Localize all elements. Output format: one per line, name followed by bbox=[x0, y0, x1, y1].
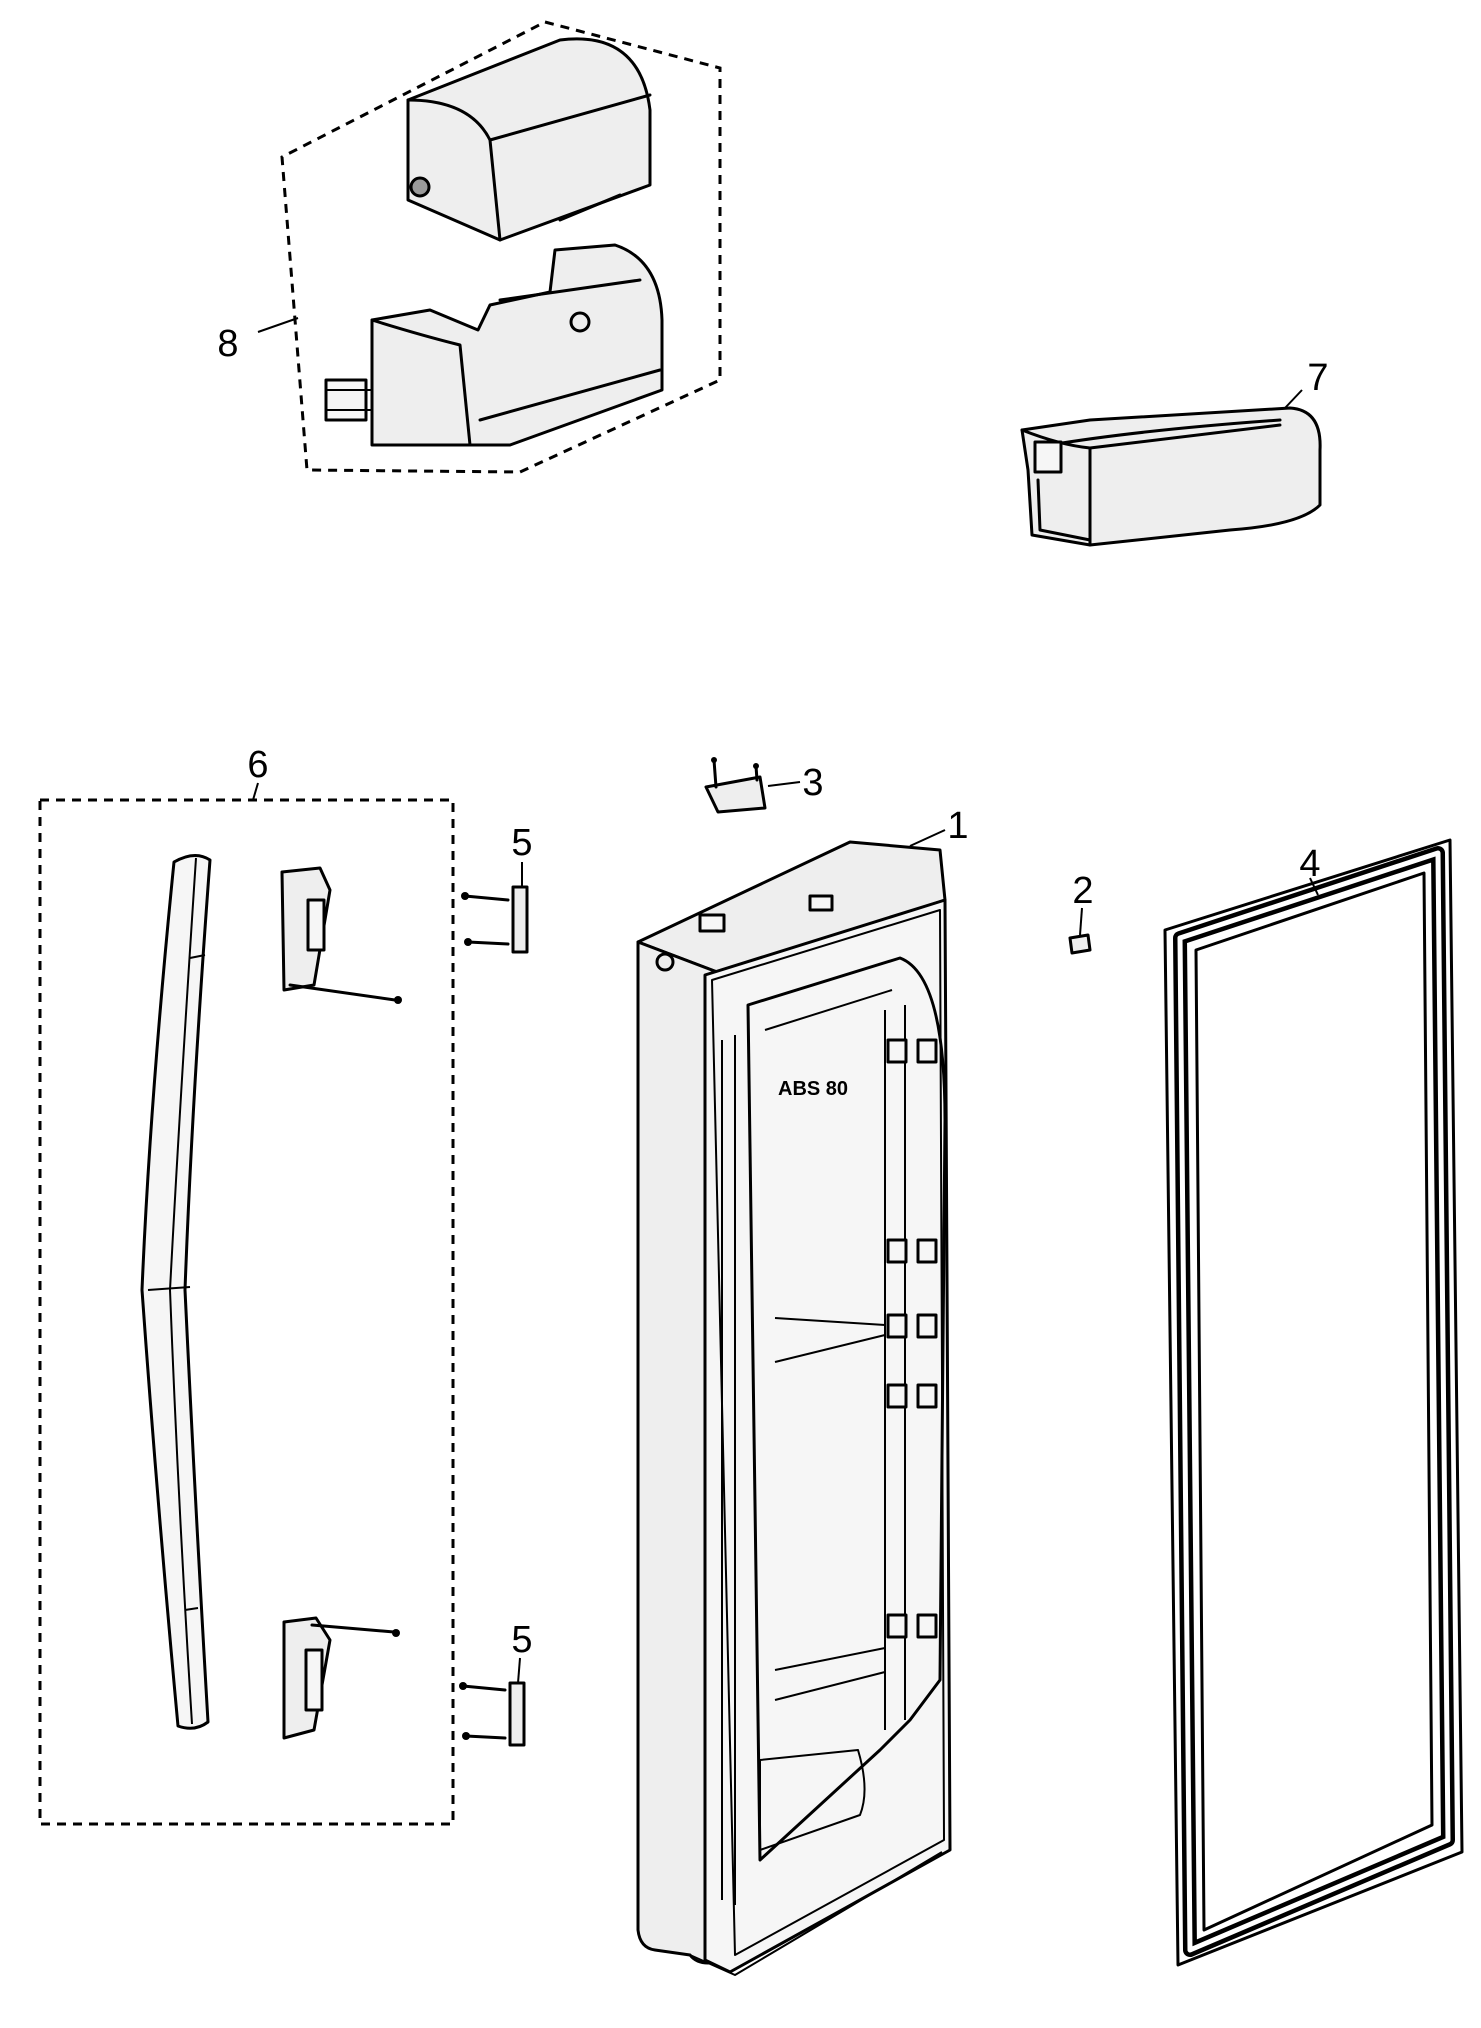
part-8-base bbox=[324, 243, 664, 447]
base-clip bbox=[324, 378, 368, 422]
part-6-group-outline bbox=[38, 798, 455, 1826]
bin-clip bbox=[1033, 440, 1063, 474]
leader-6 bbox=[252, 782, 259, 801]
clip-5-lower bbox=[508, 1681, 526, 1747]
part-1-door-assembly: ABS 80 1 bbox=[636, 805, 969, 1976]
part-4-door-gasket: 4 bbox=[1163, 838, 1464, 1967]
part-6-handle-assembly: 6 bbox=[38, 744, 455, 1826]
cover-knob bbox=[409, 176, 431, 198]
clip-5-upper bbox=[511, 885, 529, 954]
door-liner-stamp: ABS 80 bbox=[778, 1078, 848, 1100]
callout-6: 6 bbox=[247, 744, 268, 786]
leader-8 bbox=[257, 317, 299, 333]
door-handle-bar bbox=[140, 854, 212, 1730]
part-3-hinge-bracket: 3 bbox=[704, 757, 824, 814]
callout-5-lower: 5 bbox=[511, 1619, 532, 1661]
callout-5-upper: 5 bbox=[511, 822, 532, 864]
upper-handle-mount bbox=[280, 866, 402, 1004]
part-7-door-bin: 7 bbox=[1020, 357, 1329, 547]
callout-2: 2 bbox=[1072, 870, 1093, 912]
callout-8: 8 bbox=[217, 323, 238, 365]
callout-1: 1 bbox=[947, 805, 968, 847]
part-5-upper: 5 bbox=[461, 822, 533, 954]
part-8-cover bbox=[406, 37, 652, 242]
callout-7: 7 bbox=[1307, 357, 1328, 399]
part-5-lower: 5 bbox=[459, 1619, 533, 1747]
part-2-small-block: 2 bbox=[1068, 870, 1094, 955]
part-8-group-outline bbox=[280, 20, 722, 474]
leader-7 bbox=[1284, 389, 1303, 409]
door-inner-liner bbox=[703, 898, 952, 1974]
base-hole bbox=[569, 311, 591, 333]
callout-4: 4 bbox=[1299, 843, 1320, 885]
lower-handle-mount bbox=[282, 1616, 400, 1740]
callout-3: 3 bbox=[802, 762, 823, 804]
part-8-bin-assembly: 8 bbox=[217, 20, 722, 474]
